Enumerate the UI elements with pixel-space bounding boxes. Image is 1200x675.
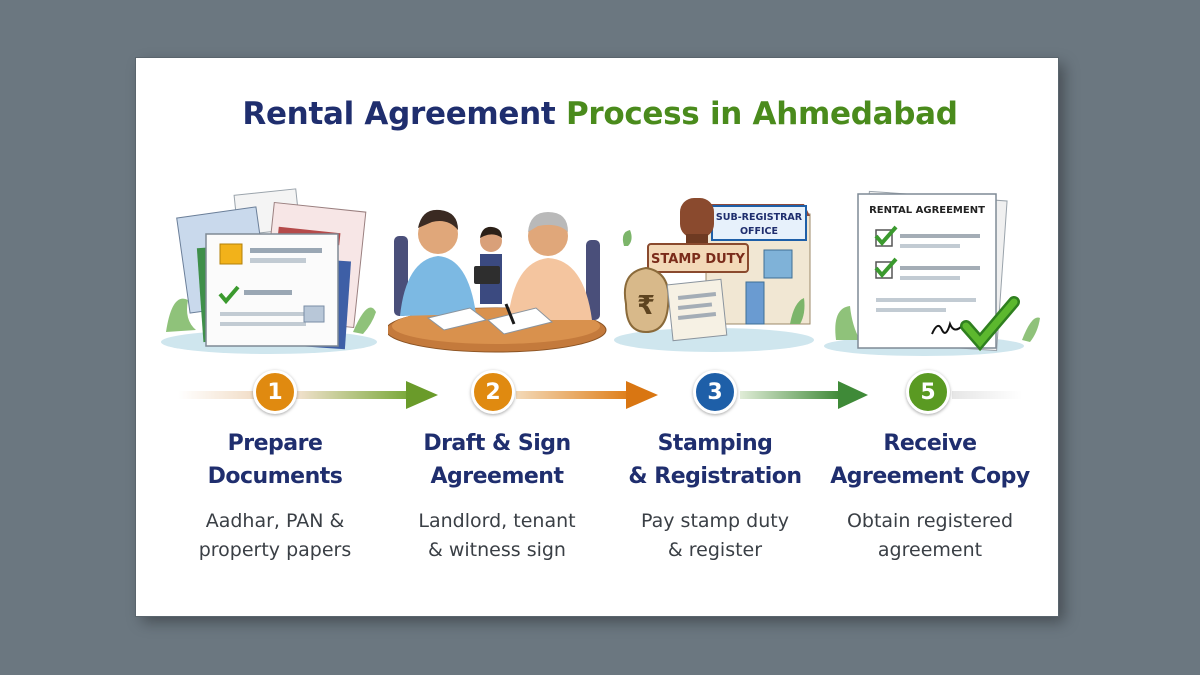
step-3-desc-line2: & register: [667, 539, 763, 561]
stamp-square: [303, 305, 325, 323]
leaf-left: [835, 306, 860, 340]
office-label-line1: SUB-REGISTRAR: [716, 212, 803, 223]
page-title: Rental Agreement Process in Ahmedabad: [0, 96, 1200, 132]
document-left: [426, 307, 488, 331]
timeline-segment: [740, 391, 840, 399]
witness-hair: [480, 226, 502, 238]
text-line: [900, 234, 980, 238]
text-line: [677, 302, 713, 310]
text-line: [250, 258, 306, 263]
step-4-description: Obtain registered agreement: [810, 507, 1050, 565]
title-part-1: Rental Agreement: [242, 96, 556, 132]
stamp-shadow: [614, 328, 814, 352]
timeline-segment: [952, 391, 1022, 399]
office-door: [745, 281, 765, 325]
check-icon: [874, 257, 898, 279]
timeline-segment: [178, 391, 258, 399]
documents-icon: [161, 188, 377, 354]
pen-icon: [504, 303, 516, 325]
plant: [790, 298, 805, 324]
step-1-desc-line2: property papers: [198, 539, 352, 561]
rupee-icon: ₹: [637, 291, 655, 321]
text-line: [876, 298, 976, 302]
text-line: [900, 244, 960, 248]
step-4-title: Receive Agreement Copy: [810, 427, 1050, 493]
process-timeline: [178, 381, 1022, 409]
stamp-duty-label: STAMP DUTY: [651, 252, 745, 267]
step-1-description: Aadhar, PAN & property papers: [155, 507, 395, 565]
text-line: [900, 276, 960, 280]
witness-head: [480, 230, 502, 252]
step-1-title: Prepare Documents: [155, 427, 395, 493]
step-4-desc-line1: Obtain registered: [846, 510, 1014, 532]
check-icon: [874, 225, 898, 247]
office-window: [763, 249, 793, 279]
receipt-paper: [666, 278, 728, 342]
timeline-segment: [296, 391, 408, 399]
text-line: [876, 308, 946, 312]
leaf-right: [1022, 317, 1040, 342]
step-2-title: Draft & Sign Agreement: [377, 427, 617, 493]
step-1-desc-line1: Aadhar, PAN &: [205, 510, 345, 532]
step-1-title-line2: Documents: [207, 464, 343, 489]
step-2-title-line2: Agreement: [430, 464, 565, 489]
step-4-badge: 5: [906, 370, 950, 414]
office-label-line2: OFFICE: [740, 226, 778, 237]
step-3-title-line2: & Registration: [628, 464, 802, 489]
text-line: [244, 290, 292, 295]
title-part-2: Process in Ahmedabad: [565, 96, 958, 132]
text-line: [677, 292, 717, 300]
step-2-badge: 2: [471, 370, 515, 414]
arrow-right-icon: [838, 381, 868, 409]
text-line: [900, 266, 980, 270]
arrow-right-icon: [406, 381, 438, 409]
landlord-body: [508, 258, 592, 320]
signature-icon: [931, 320, 963, 335]
landlord-hair: [528, 212, 568, 232]
tenant-head: [418, 214, 458, 254]
step-3-title: Stamping & Registration: [595, 427, 835, 493]
stamp-handle: [680, 198, 714, 238]
step-3-title-line1: Stamping: [657, 431, 773, 456]
big-check-highlight: [962, 298, 1018, 348]
leaf: [622, 230, 632, 246]
timeline-segment: [516, 391, 628, 399]
office-sign: [711, 205, 807, 241]
step-1-badge: 1: [253, 370, 297, 414]
laptop: [474, 266, 500, 284]
stamp-base: [647, 243, 749, 273]
step-4-title-line1: Receive: [883, 431, 977, 456]
document-right: [486, 307, 554, 335]
step-2-title-line1: Draft & Sign: [423, 431, 571, 456]
step-2-desc-line1: Landlord, tenant: [418, 510, 576, 532]
step-4-desc-line2: agreement: [877, 539, 983, 561]
leaf-left: [166, 298, 196, 332]
step-3-desc-line1: Pay stamp duty: [641, 510, 789, 532]
tenant-hair: [418, 209, 458, 230]
step-2-description: Landlord, tenant & witness sign: [377, 507, 617, 565]
text-line: [250, 248, 322, 253]
money-bag-icon: [624, 266, 670, 334]
agreement-label: RENTAL AGREEMENT: [869, 205, 985, 216]
agreement-copy-icon: RENTAL AGREEMENT: [824, 190, 1040, 356]
step-3-description: Pay stamp duty & register: [595, 507, 835, 565]
text-line: [220, 312, 320, 316]
step-3-badge: 3: [693, 370, 737, 414]
arrow-right-icon: [626, 381, 658, 409]
tenant-body: [400, 256, 476, 316]
step-2-desc-line2: & witness sign: [428, 539, 566, 561]
step-4-title-line2: Agreement Copy: [830, 464, 1030, 489]
signing-meeting-icon: [388, 209, 607, 353]
text-line: [677, 312, 717, 320]
leaf-right: [353, 307, 376, 334]
text-line: [220, 322, 306, 326]
id-photo: [219, 243, 243, 265]
chair-right: [586, 240, 600, 320]
step-1-title-line1: Prepare: [227, 431, 323, 456]
stamp-duty-office-icon: SUB-REGISTRAR OFFICE STAMP DUTY ₹: [614, 198, 814, 352]
check-icon: [218, 285, 240, 305]
